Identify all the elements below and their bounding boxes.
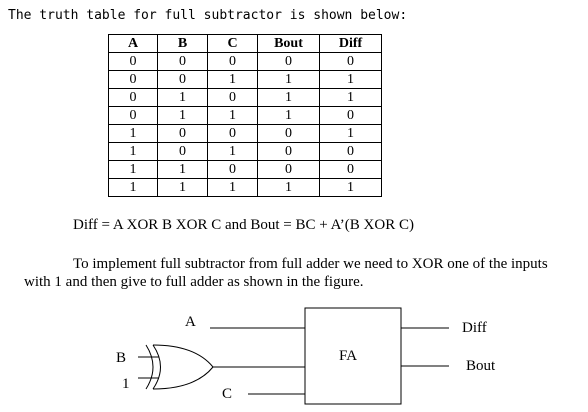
label-c: C <box>222 386 233 402</box>
equation-text: Diff = A XOR B XOR C and Bout = BC + A’(… <box>73 217 414 233</box>
label-bout: Bout <box>466 358 496 374</box>
table-row: 1 0 1 0 0 <box>108 142 382 161</box>
table-row: 0 1 0 1 1 <box>108 88 382 107</box>
truth-table: A B C Bout Diff 0 0 0 0 0 0 0 1 1 1 0 1 … <box>108 34 382 197</box>
table-row: 0 0 1 1 1 <box>108 70 382 89</box>
xor-gate <box>145 344 214 390</box>
paragraph-line-2: with 1 and then give to full adder as sh… <box>24 274 364 290</box>
table-row: 0 0 0 0 0 <box>108 52 382 71</box>
label-diff: Diff <box>462 320 487 336</box>
table-row: 1 1 1 1 1 <box>108 178 382 197</box>
label-fa: FA <box>339 348 358 364</box>
label-b: B <box>116 350 127 366</box>
table-row: 1 0 0 0 1 <box>108 124 382 143</box>
intro-text: The truth table for full subtractor is s… <box>8 8 408 23</box>
table-cell: 1 <box>319 178 382 197</box>
label-one: 1 <box>122 376 130 392</box>
header-bout: Bout <box>257 34 320 53</box>
full-adder-block <box>304 307 402 405</box>
paragraph-line-1: To implement full subtractor from full a… <box>73 256 548 272</box>
label-a: A <box>185 314 196 330</box>
table-row: 0 1 1 1 0 <box>108 106 382 125</box>
